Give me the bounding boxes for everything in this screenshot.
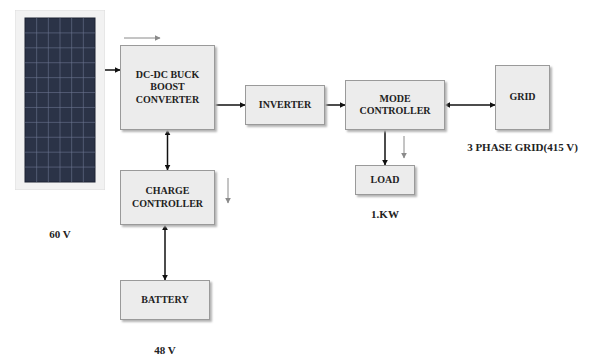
cell-line — [25, 62, 95, 63]
converter-box: DC-DC BUCK BOOST CONVERTER — [120, 45, 215, 130]
solar-panel: 60 V — [15, 10, 105, 190]
node-label: BATTERY — [141, 294, 188, 307]
battery-box: BATTERY48 V — [120, 280, 210, 320]
value-label: 1.KW — [371, 208, 399, 222]
panel-cells — [25, 18, 95, 182]
controller-box: CHARGE CONTROLLER — [120, 170, 215, 225]
controller-box: MODE CONTROLLER — [345, 80, 445, 130]
value-label: 48 V — [154, 344, 176, 358]
cell-line — [71, 18, 72, 182]
flow-hint-arrow — [228, 178, 229, 203]
cell-line — [25, 107, 95, 108]
text-stack: CHARGE CONTROLLER — [125, 185, 210, 210]
text-stack: MODE CONTROLLER — [350, 93, 440, 118]
panel-frame — [15, 10, 105, 190]
solar-panel-illustration — [15, 10, 105, 190]
node-label: CHARGE CONTROLLER — [125, 185, 210, 210]
cell-line — [36, 18, 37, 182]
node-label: MODE CONTROLLER — [350, 93, 440, 118]
value-label: 3 PHASE GRID(415 V) — [467, 141, 578, 155]
inverter-box: INVERTER — [245, 85, 325, 125]
text-stack: INVERTER — [250, 99, 320, 112]
power-connector — [445, 104, 495, 106]
cell-line — [25, 167, 95, 168]
power-connector — [325, 104, 345, 106]
power-connector — [167, 130, 169, 170]
load-box: LOAD1.KW — [355, 165, 415, 195]
node-label: GRID — [509, 91, 535, 104]
cell-line — [25, 77, 95, 78]
text-stack: GRID — [500, 91, 545, 104]
value-label: 60 V — [49, 228, 71, 242]
power-connector — [164, 225, 166, 280]
text-stack: LOAD — [360, 174, 410, 187]
flow-hint-arrow — [124, 38, 160, 39]
flow-hint-arrow — [404, 136, 405, 158]
power-connector — [105, 69, 120, 71]
text-stack: BATTERY — [125, 294, 205, 307]
grid-box: GRID3 PHASE GRID(415 V) — [495, 65, 550, 130]
cell-line — [25, 137, 95, 138]
node-label: INVERTER — [259, 99, 311, 112]
text-stack: DC-DC BUCK BOOST CONVERTER — [125, 69, 210, 107]
cell-line — [25, 122, 95, 123]
cell-line — [25, 32, 95, 33]
power-connector — [215, 104, 245, 106]
cell-line — [25, 152, 95, 153]
cell-line — [25, 92, 95, 93]
node-label: DC-DC BUCK BOOST CONVERTER — [125, 69, 210, 107]
cell-line — [83, 18, 84, 182]
power-connector — [384, 130, 386, 165]
cell-line — [60, 18, 61, 182]
cell-line — [25, 47, 95, 48]
cell-line — [48, 18, 49, 182]
node-label: LOAD — [371, 174, 400, 187]
